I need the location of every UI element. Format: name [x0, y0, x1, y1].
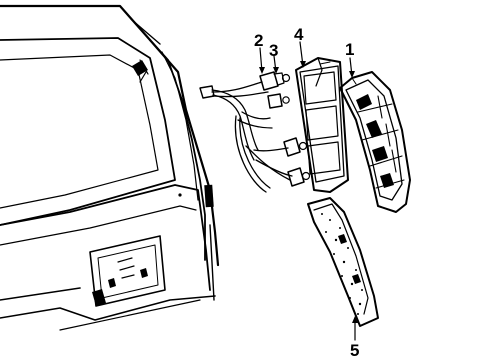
- bulb-socket-lower-1: [283, 137, 308, 157]
- bulb-socket-upper: [259, 71, 291, 91]
- tail-lamp-assembly: [339, 71, 411, 213]
- bulb-socket-lower-2: [287, 167, 311, 187]
- bulb-socket-middle: [267, 93, 290, 109]
- callout-leaders: [259, 41, 358, 341]
- callout-5: 5: [350, 341, 359, 360]
- callout-3: 3: [269, 41, 278, 60]
- wiring-harness: [199, 71, 311, 193]
- tail-lamp-lens-frame: [295, 57, 349, 193]
- callout-2: 2: [254, 31, 263, 50]
- vehicle-rear-body: [0, 4, 220, 331]
- side-trim-panel: [307, 197, 379, 327]
- callout-1: 1: [345, 40, 354, 59]
- callout-4: 4: [294, 25, 304, 44]
